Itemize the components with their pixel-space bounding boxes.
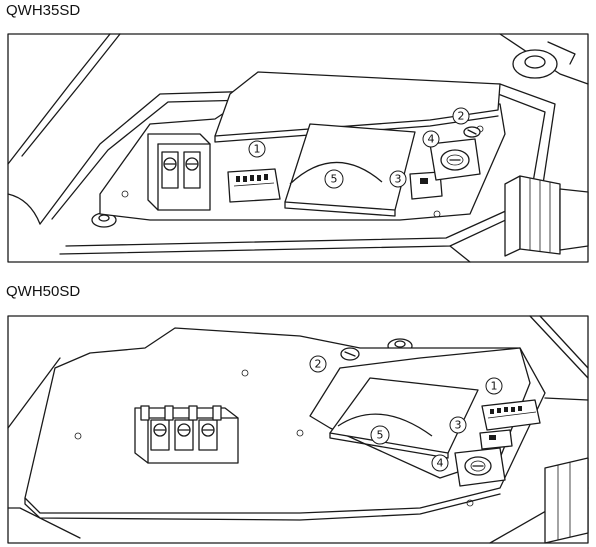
svg-text:1: 1 bbox=[491, 380, 498, 393]
callout-5: 5 bbox=[324, 169, 344, 189]
cable-gland bbox=[504, 175, 589, 257]
slide-switch bbox=[479, 429, 513, 450]
svg-text:5: 5 bbox=[377, 429, 384, 442]
callout-4: 4 bbox=[422, 130, 440, 148]
terminal-block bbox=[134, 405, 239, 464]
callout-5: 5 bbox=[370, 425, 390, 445]
terminal-block bbox=[147, 133, 211, 211]
model-title-qwh50sd: QWH50SD bbox=[6, 283, 81, 300]
svg-text:3: 3 bbox=[455, 419, 462, 432]
dip-switch bbox=[227, 168, 281, 203]
svg-text:4: 4 bbox=[428, 133, 435, 146]
rotary-switch bbox=[454, 447, 506, 487]
svg-text:4: 4 bbox=[437, 457, 444, 470]
svg-text:5: 5 bbox=[331, 173, 338, 186]
callout-2: 2 bbox=[452, 107, 470, 125]
frame bbox=[7, 315, 589, 544]
enclosure-housing bbox=[7, 33, 589, 263]
qwh50sd-diagram: 1 2 3 4 5 bbox=[7, 315, 589, 544]
callout-2: 2 bbox=[309, 355, 327, 373]
svg-text:1: 1 bbox=[254, 143, 261, 156]
rotary-switch bbox=[429, 138, 481, 181]
enclosure-housing bbox=[7, 315, 589, 544]
callout-3: 3 bbox=[389, 170, 407, 188]
cover-plate bbox=[329, 377, 479, 459]
dip-switch bbox=[481, 399, 541, 431]
screw bbox=[463, 126, 481, 138]
callout-1: 1 bbox=[248, 140, 266, 158]
svg-text:2: 2 bbox=[315, 358, 322, 371]
callout-3: 3 bbox=[449, 416, 467, 434]
callout-1: 1 bbox=[485, 377, 503, 395]
slide-switch bbox=[409, 171, 443, 200]
qwh35sd-diagram: 1 2 3 4 5 bbox=[7, 33, 589, 263]
callout-4: 4 bbox=[431, 454, 449, 472]
model-title-qwh35sd: QWH35SD bbox=[6, 2, 81, 19]
screw bbox=[340, 347, 360, 361]
svg-text:3: 3 bbox=[395, 173, 402, 186]
frame bbox=[7, 33, 589, 263]
svg-text:2: 2 bbox=[458, 110, 465, 123]
